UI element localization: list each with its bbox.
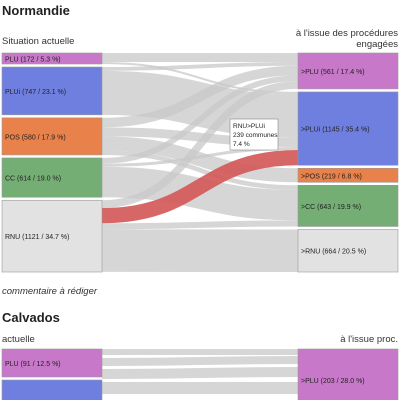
link-rnu-to-plu[interactable] [101,81,299,208]
sankey-nodes-calvados: PLU (91 / 12.5 %) >PLU (203 / 28.0 %) [1,348,399,400]
left-node-plu[interactable] [1,52,103,65]
link-pos-to-cc[interactable] [101,150,299,190]
tooltip-line-1: RNU>PLUi [233,123,265,130]
left-node-label-plu: PLU (172 / 5.3 %) [5,57,61,64]
right-node-plu-calvados[interactable] [297,348,399,400]
link-plui-to-plui[interactable] [101,70,299,138]
link-rnu-to-plui[interactable] [101,149,299,224]
tooltip-line-2: 239 communes [233,132,278,139]
link-plui-to-plu[interactable] [101,61,299,71]
sankey-links-calvados [101,349,299,394]
right-node-plu[interactable] [297,52,399,90]
left-node-rnu[interactable] [1,199,103,273]
right-node-pos[interactable] [297,167,399,183]
left-node-label-plui: PLUi (747 / 23.1 %) [5,89,66,96]
link-tooltip: RNU>PLUi 239 communes 7.4 % [229,118,279,151]
comment-text: commentaire à rédiger [2,286,98,297]
left-column-heading-calvados: actuelle [2,334,35,345]
right-node-plui[interactable] [297,91,399,166]
right-node-cc[interactable] [297,184,399,227]
chart-title-calvados: Calvados [2,310,60,325]
right-node-rnu[interactable] [297,229,399,273]
right-column-heading: à l'issue des procédures engagées [295,28,398,50]
right-node-label-rnu: >RNU (664 / 20.5 %) [301,249,366,256]
right-column-heading-calvados: à l'issue proc. [340,334,398,345]
right-node-label-plui: >PLUi (1145 / 35.4 %) [301,127,370,134]
left-node-label-pos: POS (580 / 17.9 %) [5,134,66,141]
sankey-chart-calvados: PLU (91 / 12.5 %) >PLU (203 / 28.0 %) [1,348,399,400]
tooltip-line-3: 7.4 % [233,141,250,148]
chart-title-normandie: Normandie [2,3,70,18]
right-node-label-pos: >POS (219 / 6.8 %) [301,173,362,180]
sankey-nodes: PLU (172 / 5.3 %) PLUi (747 / 23.1 %) POS … [1,52,399,273]
left-node-plui[interactable] [1,66,103,116]
left-node-pos[interactable] [1,117,103,156]
sankey-links [101,52,299,272]
left-node-plu-calvados[interactable] [1,348,103,378]
link-pos-to-plu[interactable] [101,65,299,128]
right-node-label-plu: >PLU (561 / 17.4 %) [301,69,365,76]
link-pos-to-pos[interactable] [101,136,299,183]
link-cc-to-plu[interactable] [101,75,299,164]
right-node-label-plu-calvados: >PLU (203 / 28.0 %) [301,378,365,385]
left-node-cc[interactable] [1,157,103,198]
left-node-plui-calvados[interactable] [1,379,103,400]
right-node-label-cc: >CC (643 / 19.9 %) [301,204,361,211]
link-band-calvados[interactable] [101,367,299,379]
left-node-label-cc: CC (614 / 19.0 %) [5,176,61,183]
left-column-heading: Situation actuelle [2,36,75,47]
tooltip-box [229,118,279,151]
sankey-chart-normandie: PLU (172 / 5.3 %) PLUi (747 / 23.1 %) POS … [1,52,399,273]
link-rnu-to-cc[interactable] [101,220,299,230]
left-node-label-rnu: RNU (1121 / 34.7 %) [5,234,69,241]
link-band-calvados[interactable] [101,356,299,366]
left-node-label-plu-calvados: PLU (91 / 12.5 %) [5,361,61,368]
